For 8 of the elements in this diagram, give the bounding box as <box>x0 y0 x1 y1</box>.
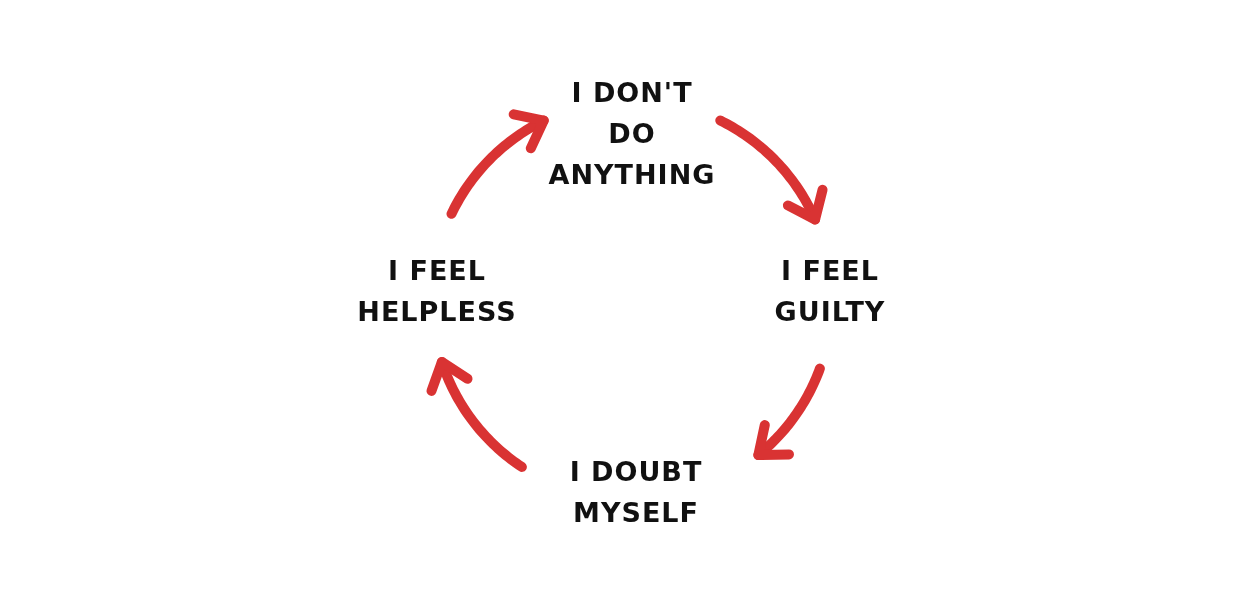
arrow <box>426 357 527 472</box>
arrow <box>715 115 828 225</box>
arrow <box>446 109 549 219</box>
cycle-step-text: I DON'T DO ANYTHING <box>547 76 717 192</box>
arrow <box>753 363 825 460</box>
cycle-step-text: I DOUBT MYSELF <box>568 455 704 530</box>
cycle-step-text: I FEEL HELPLESS <box>356 254 518 329</box>
cycle-step-text: I FEEL GUILTY <box>773 254 887 329</box>
